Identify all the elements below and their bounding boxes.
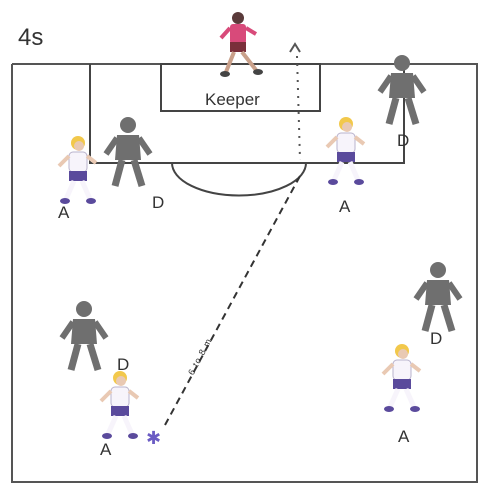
keeper-label: Keeper <box>205 90 260 109</box>
keeper-box <box>160 63 321 112</box>
defender-bottom-left <box>62 301 106 370</box>
defender-right <box>380 55 424 124</box>
attacker-bottom-right-letter: A <box>398 427 410 446</box>
defender-bottom-left-letter: D <box>117 355 130 374</box>
attacker-center-letter: A <box>339 197 351 216</box>
penalty-arc <box>171 162 307 197</box>
defender-bottom-right <box>416 262 460 331</box>
attacker-bottom-left <box>101 371 138 439</box>
pass-line <box>164 175 301 426</box>
ball-icon: ✱ <box>146 428 161 449</box>
attacker-left-letter: A <box>58 203 70 222</box>
penalty-area <box>89 64 405 164</box>
defender-left <box>106 117 150 186</box>
attacker-center <box>327 117 364 185</box>
defender-right-letter: D <box>397 131 410 150</box>
defender-left-letter: D <box>152 193 165 212</box>
keeper-figure <box>219 12 263 77</box>
attacker-bottom-right <box>383 344 420 412</box>
dotted-run-line <box>296 55 301 161</box>
attacker-bottom-left-letter: A <box>100 440 112 459</box>
field-boundary <box>11 63 478 483</box>
drill-title: 4s <box>18 24 44 51</box>
run-arrowhead <box>289 42 301 53</box>
defender-bottom-right-letter: D <box>430 329 443 348</box>
